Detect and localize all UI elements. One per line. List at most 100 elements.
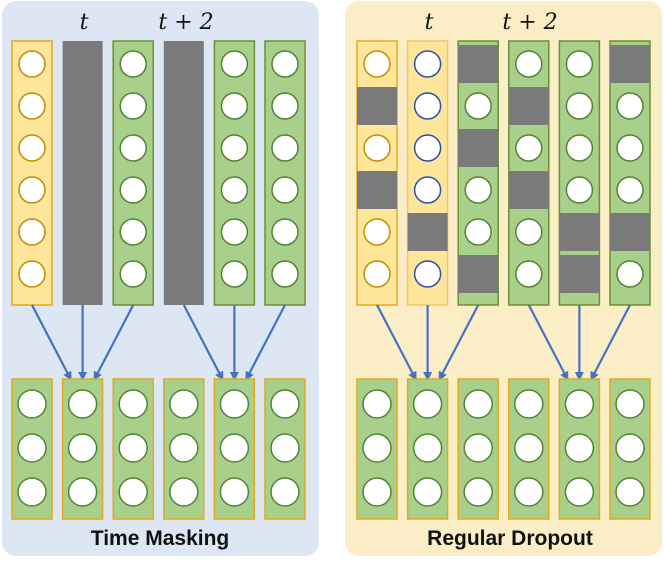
neuron-circle (362, 433, 392, 463)
dropped-unit (357, 87, 397, 125)
neuron-circle (464, 92, 492, 120)
neuron-circle (119, 218, 147, 246)
neuron-circle (169, 477, 199, 507)
neuron-circle (413, 260, 442, 288)
regular-dropout-label-t-plus-2: t + 2 (502, 10, 557, 35)
time-masking-output-columns (11, 378, 306, 520)
neuron-circle (220, 260, 249, 288)
input-column (62, 41, 103, 305)
time-masking-caption: Time Masking (91, 527, 230, 550)
connection-arrow (245, 304, 286, 381)
neuron-circle (514, 389, 544, 419)
neuron-circle (514, 477, 544, 507)
neuron-circle (564, 389, 595, 419)
output-column (609, 378, 651, 520)
neuron-circle (17, 433, 47, 463)
neuron-circle (18, 134, 46, 162)
time-masking-input-columns (11, 40, 306, 306)
neuron-circle (220, 218, 249, 246)
output-column (213, 378, 256, 520)
neuron-circle (17, 477, 47, 507)
neuron-circle (564, 477, 595, 507)
dropped-unit (610, 213, 650, 251)
neuron-circle (17, 389, 47, 419)
neuron-circle (67, 433, 98, 463)
neuron-circle (271, 92, 299, 120)
neuron-circle (565, 176, 594, 204)
regular-dropout-label-t: t (425, 10, 434, 35)
neuron-circle (119, 134, 147, 162)
neuron-circle (18, 218, 46, 246)
dropped-unit (508, 171, 549, 209)
connection-arrow (376, 304, 417, 381)
input-column (112, 40, 154, 306)
neuron-circle (413, 176, 442, 204)
neuron-circle (119, 50, 147, 78)
regular-dropout-caption: Regular Dropout (427, 527, 593, 550)
neuron-circle (616, 260, 644, 288)
neuron-circle (515, 134, 543, 162)
neuron-circle (515, 260, 543, 288)
masked-timestep-column (163, 41, 204, 305)
neuron-circle (463, 389, 493, 419)
regular-dropout-panel: t t + 2 Regular Dropout (345, 1, 662, 556)
output-column (406, 378, 449, 520)
input-column (11, 40, 53, 306)
neuron-circle (219, 389, 250, 419)
regular-dropout-connections (376, 304, 631, 381)
output-column (61, 378, 104, 520)
neuron-circle (615, 433, 645, 463)
neuron-circle (362, 477, 392, 507)
neuron-circle (67, 389, 98, 419)
neuron-circle (67, 477, 98, 507)
neuron-circle (18, 50, 46, 78)
connection-arrow (527, 304, 569, 381)
neuron-circle (119, 92, 147, 120)
neuron-circle (220, 134, 249, 162)
regular-dropout-output-columns (356, 378, 651, 520)
output-column (11, 378, 53, 520)
neuron-circle (464, 176, 492, 204)
output-column (112, 378, 154, 520)
neuron-circle (270, 477, 300, 507)
neuron-circle (463, 477, 493, 507)
neuron-circle (271, 218, 299, 246)
dropped-unit (357, 171, 397, 209)
time-masking-label-t-plus-2: t + 2 (158, 10, 213, 35)
neuron-circle (412, 433, 443, 463)
dropped-unit (458, 129, 499, 167)
neuron-circle (271, 260, 299, 288)
input-column (163, 41, 204, 305)
neuron-circle (514, 433, 544, 463)
neuron-circle (564, 433, 595, 463)
connection-arrow (93, 304, 135, 381)
neuron-circle (220, 176, 249, 204)
neuron-circle (119, 176, 147, 204)
input-column (508, 40, 550, 306)
neuron-circle (363, 218, 391, 246)
neuron-circle (18, 176, 46, 204)
neuron-circle (565, 92, 594, 120)
neuron-circle (515, 50, 543, 78)
neuron-circle (119, 260, 147, 288)
neuron-circle (363, 50, 391, 78)
input-column (213, 40, 256, 306)
connection-arrow (590, 304, 631, 381)
neuron-circle (412, 477, 443, 507)
neuron-circle (270, 433, 300, 463)
neuron-circle (565, 134, 594, 162)
neuron-circle (118, 433, 148, 463)
neuron-circle (271, 50, 299, 78)
dropped-unit (508, 87, 549, 125)
output-column (508, 378, 550, 520)
neuron-circle (219, 433, 250, 463)
output-column (264, 378, 306, 520)
neuron-circle (220, 50, 249, 78)
neuron-circle (615, 389, 645, 419)
dropped-unit (610, 45, 650, 83)
neuron-circle (565, 50, 594, 78)
output-column (163, 378, 205, 520)
neuron-circle (118, 389, 148, 419)
input-column (356, 40, 398, 306)
